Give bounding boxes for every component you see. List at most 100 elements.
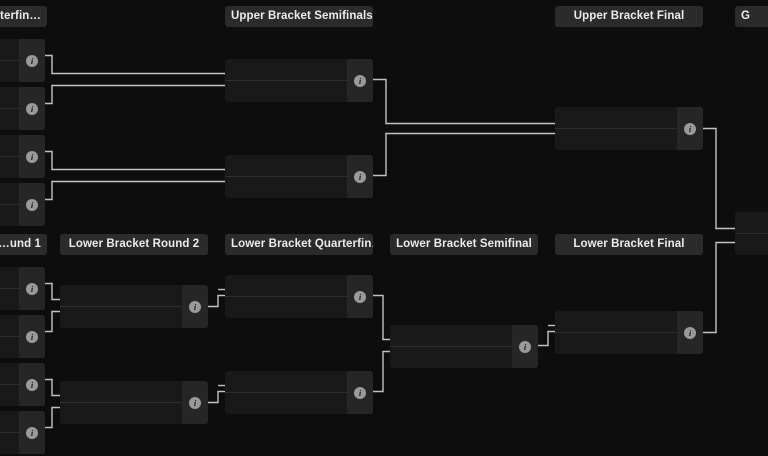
info-icon[interactable]: i bbox=[354, 74, 366, 87]
match-slot-top[interactable] bbox=[60, 381, 182, 403]
match-slot-top[interactable] bbox=[60, 285, 182, 307]
match-info-button[interactable]: i bbox=[19, 267, 45, 310]
connector-line bbox=[45, 282, 60, 301]
match-slot-bottom[interactable] bbox=[0, 61, 19, 83]
match-slot-top[interactable] bbox=[0, 87, 19, 109]
match-slots bbox=[225, 371, 347, 414]
match-slot-bottom[interactable] bbox=[735, 234, 768, 256]
connector-line bbox=[373, 132, 555, 177]
match-info-button[interactable]: i bbox=[19, 363, 45, 406]
match-slot-bottom[interactable] bbox=[555, 333, 677, 355]
match-slot-top[interactable] bbox=[225, 155, 347, 177]
match-card[interactable]: i bbox=[225, 275, 373, 318]
match-card[interactable]: i bbox=[0, 315, 45, 358]
match-slots bbox=[390, 325, 512, 368]
match-info-button[interactable]: i bbox=[182, 285, 208, 328]
match-info-button[interactable]: i bbox=[512, 325, 538, 368]
match-slot-bottom[interactable] bbox=[0, 385, 19, 407]
match-slot-bottom[interactable] bbox=[555, 129, 677, 151]
info-icon[interactable]: i bbox=[354, 170, 366, 183]
match-card[interactable]: i bbox=[0, 411, 45, 454]
connector-line bbox=[703, 127, 735, 230]
info-icon[interactable]: i bbox=[26, 378, 38, 391]
match-slot-bottom[interactable] bbox=[0, 337, 19, 359]
match-slot-top[interactable] bbox=[225, 275, 347, 297]
connector-line bbox=[45, 406, 60, 429]
info-icon[interactable]: i bbox=[684, 122, 696, 135]
connector-line bbox=[208, 294, 225, 308]
info-icon[interactable]: i bbox=[354, 386, 366, 399]
match-info-button[interactable]: i bbox=[347, 275, 373, 318]
match-slot-bottom[interactable]: rs bbox=[0, 109, 19, 131]
info-icon[interactable]: i bbox=[26, 198, 38, 211]
connector-line bbox=[538, 330, 555, 347]
match-card[interactable]: i bbox=[555, 107, 703, 150]
match-card[interactable]: i bbox=[225, 371, 373, 414]
match-slot-top[interactable] bbox=[555, 311, 677, 333]
match-info-button[interactable]: i bbox=[347, 59, 373, 102]
match-slot-top[interactable] bbox=[0, 363, 19, 385]
match-info-button[interactable]: i bbox=[19, 39, 45, 82]
info-icon[interactable]: i bbox=[26, 150, 38, 163]
match-slots bbox=[0, 315, 19, 358]
match-info-button[interactable]: i bbox=[19, 411, 45, 454]
match-slot-bottom[interactable] bbox=[225, 297, 347, 319]
match-slot-bottom[interactable] bbox=[225, 81, 347, 103]
info-icon[interactable]: i bbox=[26, 330, 38, 343]
match-slot-top[interactable] bbox=[390, 325, 512, 347]
match-slot-top[interactable] bbox=[225, 371, 347, 393]
match-card[interactable]: i bbox=[0, 267, 45, 310]
match-slot-bottom[interactable] bbox=[225, 177, 347, 199]
info-icon[interactable]: i bbox=[189, 396, 201, 409]
match-slot-top[interactable] bbox=[0, 135, 19, 157]
match-info-button[interactable]: i bbox=[677, 107, 703, 150]
match-slot-bottom[interactable] bbox=[60, 307, 182, 329]
match-card[interactable]: i bbox=[225, 59, 373, 102]
match-card[interactable]: rsi bbox=[0, 87, 45, 130]
match-slot-bottom[interactable] bbox=[0, 205, 19, 227]
info-icon[interactable]: i bbox=[189, 300, 201, 313]
match-info-button[interactable]: i bbox=[347, 155, 373, 198]
match-info-button[interactable]: i bbox=[19, 135, 45, 178]
info-icon[interactable]: i bbox=[26, 426, 38, 439]
match-info-button[interactable]: i bbox=[677, 311, 703, 354]
match-card[interactable]: i bbox=[225, 155, 373, 198]
info-icon[interactable]: i bbox=[684, 326, 696, 339]
match-card[interactable]: i bbox=[0, 183, 45, 226]
info-icon[interactable]: i bbox=[519, 340, 531, 353]
match-slot-top[interactable] bbox=[0, 411, 19, 433]
match-slot-top[interactable] bbox=[735, 212, 768, 234]
match-card[interactable]: i bbox=[0, 135, 45, 178]
info-icon[interactable]: i bbox=[26, 282, 38, 295]
match-card[interactable]: i bbox=[735, 212, 768, 255]
match-slot-bottom[interactable] bbox=[225, 393, 347, 415]
match-slot-top[interactable] bbox=[0, 267, 19, 289]
match-slot-bottom[interactable] bbox=[390, 347, 512, 369]
connector-line bbox=[45, 378, 60, 397]
match-slot-bottom[interactable] bbox=[60, 403, 182, 425]
match-card[interactable]: i bbox=[390, 325, 538, 368]
match-slot-top[interactable] bbox=[0, 39, 19, 61]
match-slot-top[interactable] bbox=[0, 315, 19, 337]
match-slot-bottom[interactable] bbox=[0, 157, 19, 179]
match-card[interactable]: i bbox=[0, 363, 45, 406]
match-info-button[interactable]: i bbox=[182, 381, 208, 424]
match-slot-top[interactable] bbox=[225, 59, 347, 81]
info-icon[interactable]: i bbox=[354, 290, 366, 303]
info-icon[interactable]: i bbox=[26, 54, 38, 67]
match-card[interactable]: i bbox=[0, 39, 45, 82]
match-slot-top[interactable] bbox=[0, 183, 19, 205]
match-card[interactable]: i bbox=[60, 381, 208, 424]
match-info-button[interactable]: i bbox=[19, 87, 45, 130]
match-info-button[interactable]: i bbox=[19, 183, 45, 226]
match-card[interactable]: i bbox=[60, 285, 208, 328]
match-card[interactable]: i bbox=[555, 311, 703, 354]
match-slot-top[interactable] bbox=[555, 107, 677, 129]
info-icon[interactable]: i bbox=[26, 102, 38, 115]
round-header-lb-final: Lower Bracket Final bbox=[555, 234, 703, 255]
match-slot-bottom[interactable] bbox=[0, 289, 19, 311]
match-info-button[interactable]: i bbox=[19, 315, 45, 358]
match-info-button[interactable]: i bbox=[347, 371, 373, 414]
match-slot-bottom[interactable] bbox=[0, 433, 19, 455]
